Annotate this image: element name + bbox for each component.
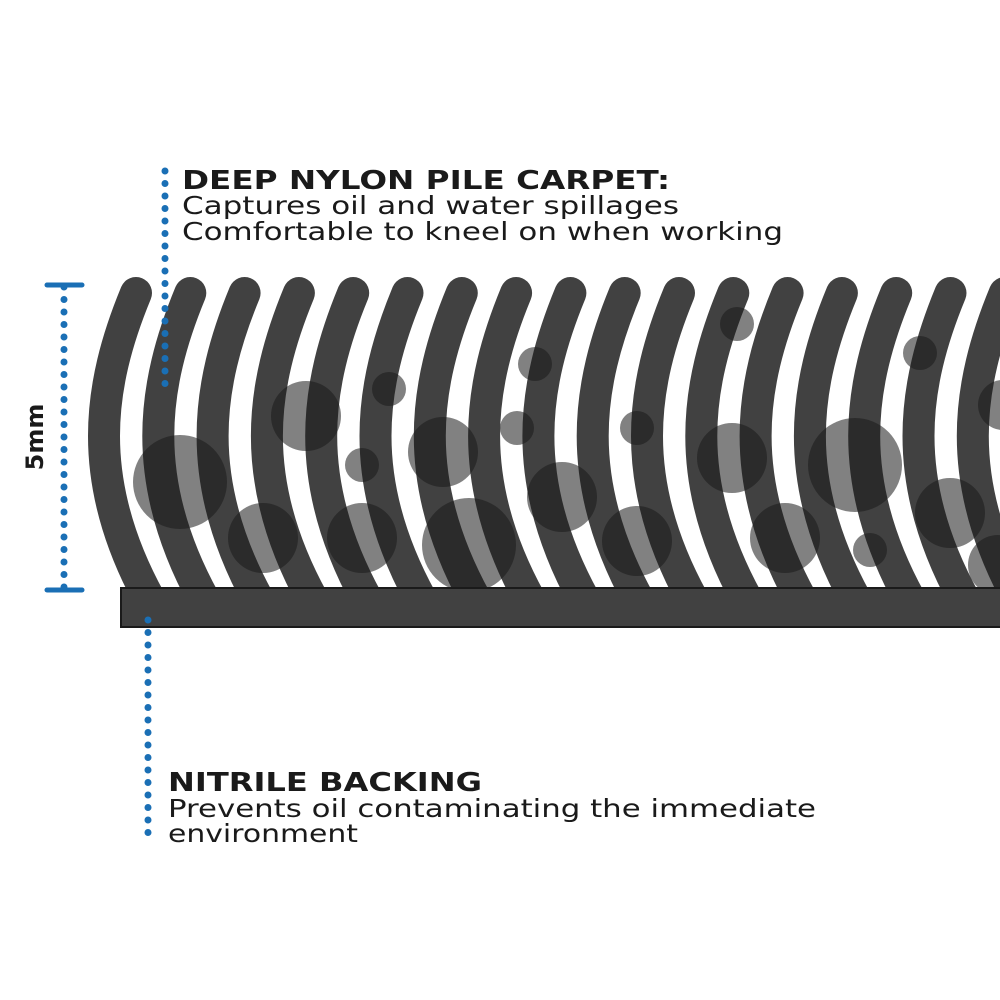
oil-droplet [697, 423, 767, 493]
carpet-line-1: Captures oil and water spillages [182, 191, 679, 220]
oil-droplet [602, 506, 672, 576]
carpet-fiber [685, 277, 764, 616]
oil-droplet [345, 448, 379, 482]
oil-droplet [372, 372, 406, 406]
oil-droplet [750, 503, 820, 573]
oil-droplet [271, 381, 341, 451]
height-label: 5mm [21, 404, 49, 471]
oil-droplet [620, 411, 654, 445]
oil-droplet [408, 417, 478, 487]
oil-droplet [133, 435, 227, 529]
oil-droplet [903, 336, 937, 370]
oil-droplet [978, 380, 1000, 430]
oil-droplet [720, 307, 754, 341]
height-dimension-marker [44, 282, 85, 593]
backing-line-2: environment [168, 819, 358, 848]
oil-droplet [228, 503, 298, 573]
oil-droplet [422, 498, 516, 592]
carpet-fiber [88, 277, 166, 616]
oil-droplet [527, 462, 597, 532]
carpet-fiber [522, 277, 601, 616]
carpet-heading: DEEP NYLON PILE CARPET: [182, 166, 670, 196]
carpet-fiber [794, 277, 872, 616]
carpet-fiber [902, 277, 981, 616]
backing-heading: NITRILE BACKING [168, 768, 482, 798]
oil-droplets [133, 307, 1000, 595]
carpet-fiber [142, 277, 221, 616]
carpet-fiber [359, 277, 438, 616]
backing-line-1: Prevents oil contaminating the immediate [168, 794, 816, 823]
oil-droplet [327, 503, 397, 573]
oil-droplet [915, 478, 985, 548]
oil-droplet [808, 418, 902, 512]
oil-droplet [968, 535, 1000, 595]
nitrile-backing-layer [120, 587, 1000, 628]
oil-droplet [500, 411, 534, 445]
carpet-line-2: Comfortable to kneel on when working [182, 217, 783, 246]
oil-droplet [853, 533, 887, 567]
oil-droplet [518, 347, 552, 381]
